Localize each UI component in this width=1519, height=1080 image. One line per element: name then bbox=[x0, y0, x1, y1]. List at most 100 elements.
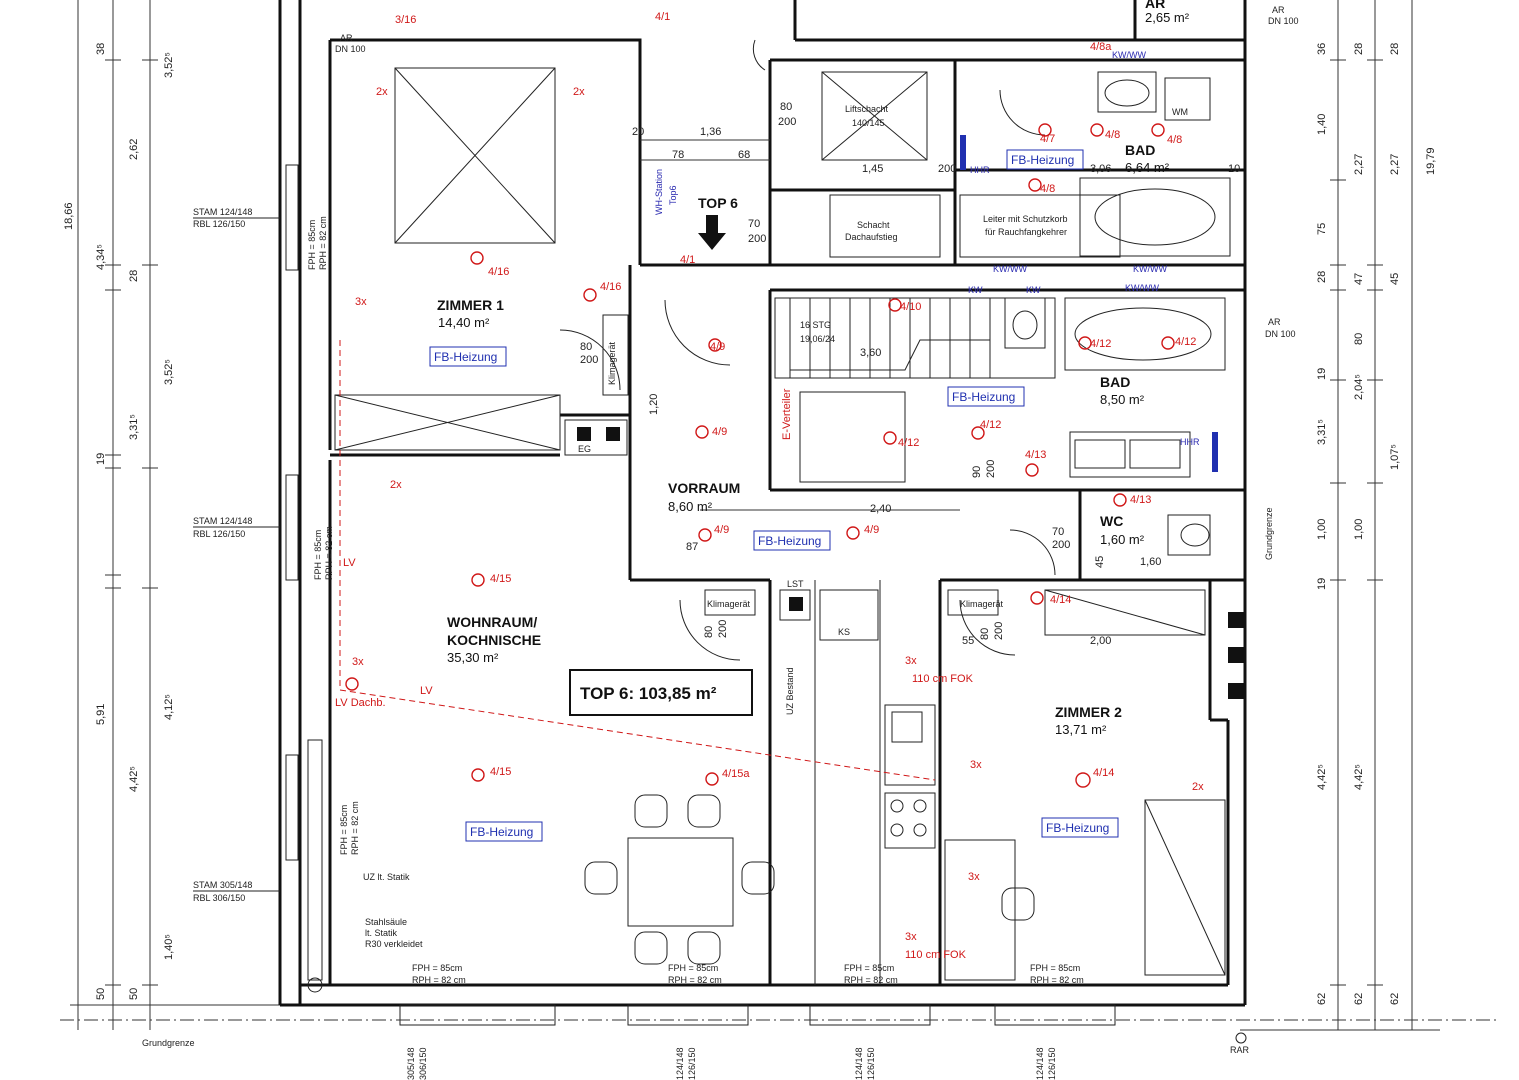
marker-25: 3/16 bbox=[395, 14, 416, 26]
svg-text:FPH = 85cm: FPH = 85cm bbox=[307, 220, 317, 270]
svg-text:10: 10 bbox=[1228, 163, 1240, 175]
svg-text:KW: KW bbox=[1026, 285, 1041, 295]
total-area-box: TOP 6: 103,85 m² bbox=[569, 669, 753, 716]
dim-right-a-1: 28 bbox=[1353, 43, 1365, 55]
room-name-bad1: BAD bbox=[1125, 142, 1155, 158]
window-2-stam: STAM 124/148 bbox=[193, 516, 252, 526]
dim-left-mid-2: 3,52⁵ bbox=[163, 359, 175, 385]
dim-right-b-10: 62 bbox=[1316, 993, 1328, 1005]
left-dimensions: 18,66 3,52⁵ 3,52⁵ 3,31⁵ 4,12⁵ 1,40⁵ 38 2… bbox=[63, 0, 280, 1048]
svg-text:4/16: 4/16 bbox=[488, 266, 509, 278]
svg-text:200: 200 bbox=[938, 163, 956, 175]
e-verteiler: E-Verteiler bbox=[781, 388, 793, 440]
svg-text:FPH = 85cm: FPH = 85cm bbox=[1030, 963, 1080, 973]
heating-wohnraum: FB-Heizung bbox=[470, 825, 533, 839]
svg-text:55: 55 bbox=[962, 635, 974, 647]
doors bbox=[559, 39, 1056, 661]
room-vorraum: VORRAUM 8,60 m² FB-Heizung bbox=[668, 480, 831, 551]
dim-left-inner-1: 38 bbox=[95, 43, 107, 55]
room-wohnraum: WOHNRAUM/ KOCHNISCHE 35,30 m² FB-Heizung bbox=[447, 614, 543, 842]
dim-left-mid-3: 3,31⁵ bbox=[128, 414, 140, 440]
window-3-rbl: RBL 306/150 bbox=[193, 893, 245, 903]
stahlsaeule-label-3: R30 verkleidet bbox=[365, 939, 423, 949]
svg-text:4/8: 4/8 bbox=[1105, 129, 1120, 141]
room-area-vorraum: 8,60 m² bbox=[668, 499, 713, 514]
svg-text:124/148: 124/148 bbox=[675, 1047, 685, 1080]
dim-right-c-3: 45 bbox=[1389, 273, 1401, 285]
room-name-vorraum: VORRAUM bbox=[668, 480, 740, 496]
grundgrenze-left: Grundgrenze bbox=[142, 1038, 195, 1048]
svg-text:200: 200 bbox=[993, 622, 1005, 640]
room-labels: ZIMMER 1 14,40 m² FB-Heizung WOHNRAUM/ K… bbox=[429, 0, 1190, 842]
svg-text:RPH = 82 cm: RPH = 82 cm bbox=[318, 216, 328, 270]
dim-left-outer: 18,66 bbox=[63, 202, 75, 230]
svg-text:4/9: 4/9 bbox=[714, 524, 729, 536]
svg-text:HHR: HHR bbox=[1180, 437, 1200, 447]
dim-right-a-6: 1,00 bbox=[1353, 519, 1365, 540]
schacht-label: Schacht bbox=[857, 220, 890, 230]
svg-text:KW/WW: KW/WW bbox=[1133, 264, 1167, 274]
dim-right-b-4: 28 bbox=[1316, 271, 1328, 283]
svg-text:2,40: 2,40 bbox=[870, 503, 891, 515]
svg-text:4/15: 4/15 bbox=[490, 573, 511, 585]
room-name-ar: AR bbox=[1145, 0, 1165, 11]
wm-label: WM bbox=[1172, 107, 1188, 117]
dachaufstieg-label: Dachaufstieg bbox=[845, 232, 898, 242]
svg-text:78: 78 bbox=[672, 149, 684, 161]
svg-text:WH-Station: WH-Station bbox=[654, 169, 664, 215]
klima-1: Klimagerät bbox=[607, 341, 617, 385]
svg-text:2x: 2x bbox=[1192, 781, 1204, 793]
window-1-stam: STAM 124/148 bbox=[193, 207, 252, 217]
svg-text:4/12: 4/12 bbox=[980, 419, 1001, 431]
marker-23: 4/13 bbox=[1025, 449, 1046, 477]
dim-right-b-7: 1,00 bbox=[1316, 519, 1328, 540]
marker-19: 4/1 bbox=[680, 254, 695, 266]
electrical-markers: 4/16 4/16 4/9 4/9 4/9 4/9 4/15 4/15 4/15… bbox=[335, 11, 1204, 961]
top-marker-label: TOP 6 bbox=[698, 195, 738, 211]
dim-right-c-5: 62 bbox=[1389, 993, 1401, 1005]
uz-statik-label: UZ lt. Statik bbox=[363, 872, 410, 882]
svg-text:KW/WW: KW/WW bbox=[993, 264, 1027, 274]
svg-text:RPH = 82 cm: RPH = 82 cm bbox=[844, 975, 898, 985]
dim-left-inner-2: 2,62 bbox=[128, 139, 140, 160]
room-name-wohnraum-2: KOCHNISCHE bbox=[447, 632, 541, 648]
dim-left-inner-8: 50 bbox=[95, 988, 107, 1000]
stairs-ratio: 19,06/24 bbox=[800, 334, 835, 344]
svg-text:3,60: 3,60 bbox=[860, 347, 881, 359]
dim-right-a-4: 80 bbox=[1353, 333, 1365, 345]
dim-right-b-5: 3,31⁵ bbox=[1316, 419, 1328, 445]
dim-left-inner-9: 50 bbox=[128, 988, 140, 1000]
heating-bad1: FB-Heizung bbox=[1011, 153, 1074, 167]
stairs-count: 16 STG bbox=[800, 320, 831, 330]
dn100-1: DN 100 bbox=[335, 44, 366, 54]
svg-text:4/14: 4/14 bbox=[1050, 594, 1071, 606]
svg-text:4/12: 4/12 bbox=[1175, 336, 1196, 348]
fok-2: 110 cm FOK bbox=[905, 949, 967, 961]
room-name-zimmer2: ZIMMER 2 bbox=[1055, 704, 1122, 720]
dim-left-inner-6: 5,91 bbox=[95, 704, 107, 725]
svg-text:200: 200 bbox=[985, 460, 997, 478]
heating-bad2: FB-Heizung bbox=[952, 390, 1015, 404]
svg-text:200: 200 bbox=[778, 116, 796, 128]
svg-text:4/12: 4/12 bbox=[898, 437, 919, 449]
marker-15: 4/8 bbox=[1151, 123, 1182, 146]
dim-left-mid-5: 1,40⁵ bbox=[163, 934, 175, 960]
marker-11: 4/12 bbox=[971, 419, 1001, 440]
top-marker: TOP 6 bbox=[698, 195, 738, 250]
svg-text:RPH = 82 cm: RPH = 82 cm bbox=[350, 801, 360, 855]
lv-label: LV bbox=[420, 685, 433, 697]
ar-dn-1: AR bbox=[340, 33, 353, 43]
svg-text:87: 87 bbox=[686, 541, 698, 553]
svg-text:3x: 3x bbox=[355, 296, 367, 308]
svg-text:KW/WW: KW/WW bbox=[1112, 50, 1146, 60]
svg-text:3x: 3x bbox=[905, 655, 917, 667]
svg-text:126/150: 126/150 bbox=[866, 1047, 876, 1080]
room-name-bad2: BAD bbox=[1100, 374, 1130, 390]
svg-text:4/9: 4/9 bbox=[712, 426, 727, 438]
dim-right-b-8: 19 bbox=[1316, 578, 1328, 590]
svg-text:3x: 3x bbox=[970, 759, 982, 771]
svg-text:1,60: 1,60 bbox=[1140, 556, 1161, 568]
svg-text:4/13: 4/13 bbox=[1130, 494, 1151, 506]
marker-16: 4/8 bbox=[1028, 178, 1055, 195]
marker-14: 4/8 bbox=[1090, 123, 1120, 141]
